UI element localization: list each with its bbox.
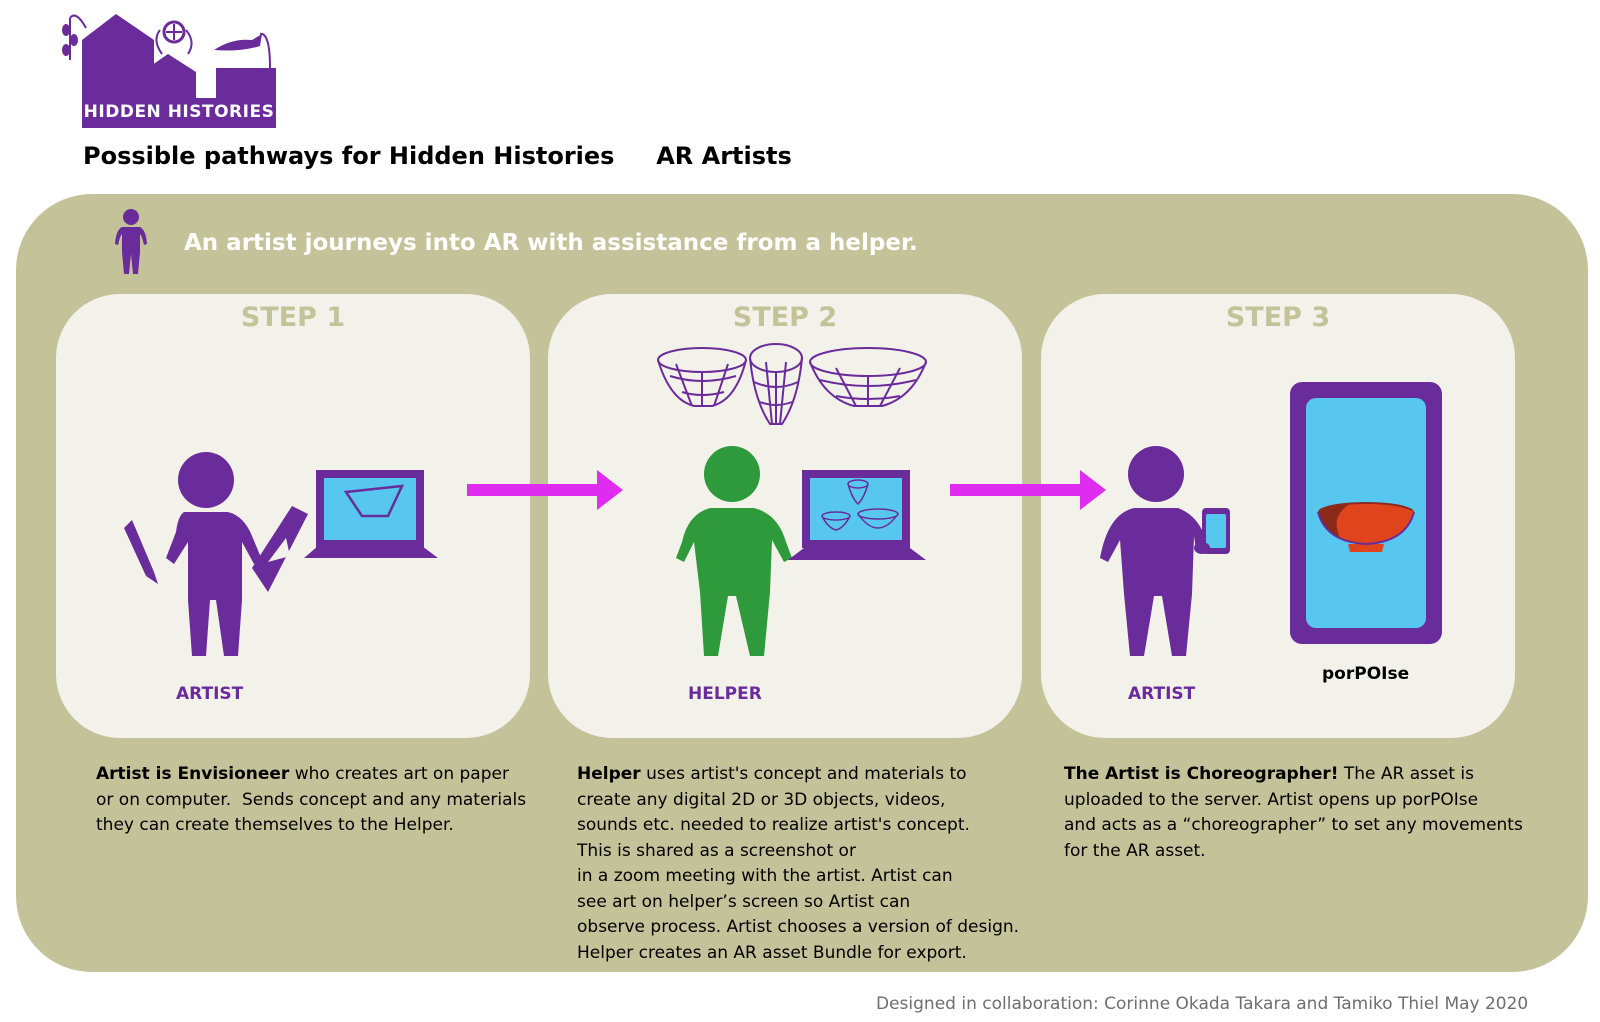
- bowl-icon: [1317, 502, 1415, 552]
- description-line: or on computer. Sends concept and any ma…: [96, 789, 527, 810]
- porpoise-app-phone-icon: [1290, 382, 1442, 644]
- helper-figure: [676, 446, 792, 656]
- description-line: Helper creates an AR asset Bundle for ex…: [577, 942, 967, 963]
- step-3-description-bold: The Artist is Choreographer!: [1064, 764, 1339, 784]
- step-2-description: Helper uses artist's concept and materia…: [577, 762, 1019, 966]
- wireframe-bowls-icon: [657, 343, 927, 425]
- person-icon: [114, 208, 148, 274]
- step-2-title: STEP 2: [732, 302, 838, 333]
- logo-text: HIDDEN HISTORIES: [83, 102, 275, 122]
- logo-band: [82, 98, 276, 128]
- porpoise-app-label: porPOIse: [1322, 664, 1410, 684]
- step-1-role-label: ARTIST: [176, 684, 244, 704]
- step-2-description-bold: Helper: [577, 764, 641, 784]
- description-line: who creates art on paper: [289, 764, 509, 784]
- journey-heading: An artist journeys into AR with assistan…: [184, 230, 918, 256]
- description-line: observe process. Artist chooses a versio…: [577, 917, 1020, 937]
- description-line: uses artist's concept and materials to: [640, 764, 967, 784]
- description-line: The AR asset is: [1338, 764, 1474, 784]
- artist-with-laptop-illustration: [124, 452, 438, 656]
- description-line: in a zoom meeting with the artist. Artis…: [577, 866, 953, 886]
- credit-line: Designed in collaboration: Corinne Okada…: [876, 994, 1529, 1014]
- step-1-description: Artist is Envisioneer who creates art on…: [96, 762, 526, 839]
- artist-with-phone-illustration: [1100, 446, 1230, 656]
- helper-with-laptop-illustration: [676, 446, 926, 656]
- description-line: uploaded to the server. Artist opens up …: [1064, 789, 1479, 810]
- houses-icon: [62, 14, 276, 98]
- page-title: Possible pathways for Hidden Histories A…: [83, 142, 792, 170]
- step-3-title: STEP 3: [1225, 302, 1331, 333]
- description-line: see art on helper’s screen so Artist can: [577, 891, 911, 912]
- arrow-right-icon: [467, 470, 623, 510]
- description-line: create any digital 2D or 3D objects, vid…: [577, 789, 946, 810]
- step-1-description-bold: Artist is Envisioneer: [96, 764, 290, 784]
- arrow-right-icon: [950, 470, 1106, 510]
- description-line: and acts as a “choreographer” to set any…: [1064, 815, 1523, 835]
- description-line: sounds etc. needed to realize artist's c…: [577, 815, 970, 835]
- description-line: they can create themselves to the Helper…: [96, 815, 454, 835]
- step-2-role-label: HELPER: [688, 684, 762, 704]
- step-3-role-label: ARTIST: [1128, 684, 1196, 704]
- description-line: for the AR asset.: [1064, 840, 1206, 861]
- hidden-histories-logo: HIDDEN HISTORIES: [56, 10, 278, 130]
- description-line: This is shared as a screenshot or: [577, 840, 856, 861]
- pencil-icon: [124, 520, 154, 576]
- step-1-title: STEP 1: [240, 302, 346, 333]
- step-3-description: The Artist is Choreographer! The AR asse…: [1064, 762, 1523, 864]
